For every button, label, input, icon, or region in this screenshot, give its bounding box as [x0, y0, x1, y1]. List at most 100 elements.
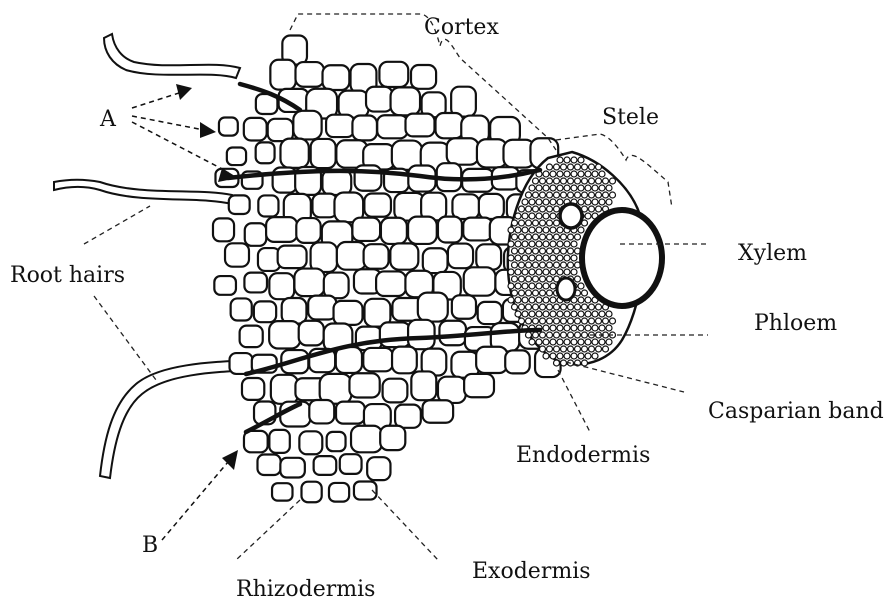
stele-cell [554, 332, 560, 338]
cortex-cell [439, 321, 466, 346]
stele-cell [564, 185, 570, 191]
cortex-cell [322, 170, 351, 195]
stele-cell [515, 227, 521, 233]
stele-cell [571, 157, 577, 163]
cortex-cell [271, 375, 298, 404]
stele-cell [522, 199, 528, 205]
stele-cell [526, 248, 532, 254]
stele-cell [526, 290, 532, 296]
stele-cell [585, 325, 591, 331]
root-hair-middle [54, 180, 232, 204]
root-hairs-leader-top [84, 206, 150, 244]
stele-cell [543, 297, 549, 303]
stele-cell [589, 192, 595, 198]
stele-cell [575, 192, 581, 198]
stele-cell [536, 269, 542, 275]
cortex-cell [225, 243, 249, 266]
stele-cell [606, 325, 612, 331]
stele-cell [519, 290, 525, 296]
stele-cell [585, 171, 591, 177]
cortex-cell [418, 293, 448, 322]
cortex-cell [438, 217, 462, 243]
stele-cell [519, 318, 525, 324]
stele-cell [589, 178, 595, 184]
stele-cell [540, 346, 546, 352]
cortex-cell [329, 483, 349, 502]
stele-cell [603, 192, 609, 198]
endodermis-leader [558, 370, 590, 432]
stele-cell [550, 297, 556, 303]
stele-cell [526, 262, 532, 268]
stele-cell [529, 199, 535, 205]
stele-cell [519, 220, 525, 226]
stele-cell [578, 339, 584, 345]
cortex-cell [351, 426, 382, 453]
stele-cell [578, 157, 584, 163]
stele-cell [596, 304, 602, 310]
stele-cell [519, 234, 525, 240]
stele-cell [529, 185, 535, 191]
stele-cell [582, 178, 588, 184]
cortex-cell [367, 457, 390, 480]
stele-cell [578, 311, 584, 317]
cortex-cell [299, 431, 322, 454]
stele-cell [533, 192, 539, 198]
stele-cell [554, 346, 560, 352]
stele-cell [557, 311, 563, 317]
cortex-cell [334, 301, 363, 325]
stele-cell [557, 339, 563, 345]
stele-cell [550, 199, 556, 205]
stele-cell [592, 199, 598, 205]
stele-cell [603, 178, 609, 184]
stele-cell [547, 220, 553, 226]
stele-cell [571, 353, 577, 359]
cortex-cell [311, 139, 336, 168]
stele-cell [522, 269, 528, 275]
stele-cell [540, 290, 546, 296]
stele-cell [578, 199, 584, 205]
stele-cell [526, 220, 532, 226]
stele-cell [571, 311, 577, 317]
cortex-cell [256, 142, 275, 163]
stele-cell [550, 227, 556, 233]
cortex-cell [408, 320, 434, 349]
stele-cell [519, 304, 525, 310]
stele-cell [512, 304, 518, 310]
stele-cell [536, 311, 542, 317]
stele-cell [561, 178, 567, 184]
stele-cell [596, 206, 602, 212]
stele-cell [582, 304, 588, 310]
cortex-cell [231, 298, 252, 320]
cortex-cell [364, 193, 391, 216]
stele-cell [550, 241, 556, 247]
stele-cell [522, 297, 528, 303]
cortex-cell [324, 273, 349, 299]
cortex-cell [254, 301, 276, 322]
stele-cell [554, 192, 560, 198]
cortex-cell [309, 400, 334, 423]
stele-cell [557, 325, 563, 331]
stele-cell [522, 227, 528, 233]
arrowhead-a-2 [200, 122, 216, 138]
stele-cell [561, 164, 567, 170]
stele-cell [568, 318, 574, 324]
stele-cell [540, 332, 546, 338]
stele-cell [564, 255, 570, 261]
casparian-leader [566, 362, 684, 392]
stele-cell [515, 297, 521, 303]
stele-cell [568, 178, 574, 184]
stele-cell [599, 311, 605, 317]
stele-cell [550, 339, 556, 345]
stele-cell [571, 241, 577, 247]
cortex-cell [280, 139, 308, 168]
cortex-cell [381, 218, 407, 244]
label-xylem: Xylem [738, 241, 807, 266]
cortex-cell [377, 115, 407, 138]
stele-cell [561, 248, 567, 254]
arrow-b [162, 462, 228, 540]
stele-cell [564, 325, 570, 331]
stele-cell [575, 164, 581, 170]
stele-cell [536, 199, 542, 205]
stele-cell [557, 269, 563, 275]
